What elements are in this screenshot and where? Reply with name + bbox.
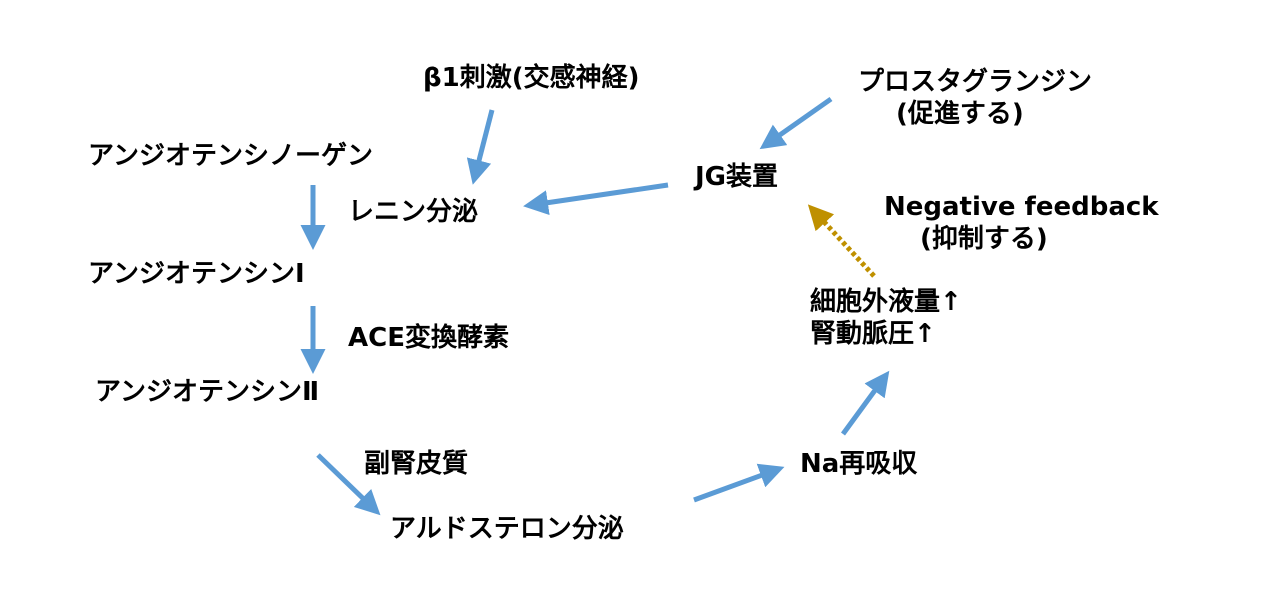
node-jg-apparatus: JG装置	[695, 161, 778, 193]
node-beta1-label: β1刺激(交感神経)	[423, 63, 640, 93]
node-angiotensinogen: アンジオテンシノーゲン	[88, 140, 373, 172]
node-angiotensin-1: アンジオテンシンⅠ	[88, 258, 305, 290]
arrow-aldosterone-to-na	[693, 463, 785, 503]
node-angiotensin-2-label: アンジオテンシンⅡ	[95, 377, 320, 407]
node-angiotensin-1-label: アンジオテンシンⅠ	[88, 259, 305, 289]
node-renin-secretion: レニン分泌	[348, 196, 478, 228]
node-aldosterone-label: アルドステロン分泌	[390, 514, 624, 544]
node-ace: ACE変換酵素	[348, 322, 509, 354]
node-aldosterone-secretion: アルドステロン分泌	[390, 513, 624, 545]
arrow-prostaglandin-to-jg	[759, 96, 833, 150]
node-negative-feedback-note: (抑制する)	[920, 224, 1048, 254]
node-beta1-stimulation: β1刺激(交感神経)	[423, 62, 639, 94]
arrow-na-to-ecf	[840, 370, 890, 436]
node-prostaglandin-label: プロスタグランジン	[858, 67, 1093, 97]
node-adrenal-label: 副腎皮質	[364, 449, 469, 479]
node-prostaglandin-note: (促進する)	[896, 99, 1024, 129]
node-renal-pressure-label: 腎動脈圧↑	[810, 319, 936, 349]
node-prostaglandin: プロスタグランジン (促進する)	[858, 66, 1092, 130]
node-renin-label: レニン分泌	[348, 197, 479, 227]
node-ecf-renal-pressure: 細胞外液量↑ 腎動脈圧↑	[810, 286, 962, 350]
node-angiotensinogen-label: アンジオテンシノーゲン	[88, 141, 373, 171]
arrow-feedback-to-jg	[807, 204, 876, 278]
arrow-ang2-to-aldosterone	[316, 453, 381, 516]
arrow-jg-to-renin	[523, 182, 669, 216]
node-negative-feedback: Negative feedback (抑制する)	[884, 191, 1159, 255]
node-na-label: Na再吸収	[800, 449, 918, 479]
node-jg-label: JG装置	[695, 162, 779, 192]
node-adrenal-cortex: 副腎皮質	[364, 448, 468, 480]
node-ecf-label: 細胞外液量↑	[810, 287, 962, 317]
node-ace-label: ACE変換酵素	[348, 323, 509, 353]
node-angiotensin-2: アンジオテンシンⅡ	[95, 376, 319, 408]
node-negative-feedback-label: Negative feedback	[884, 192, 1159, 222]
arrow-beta1-to-renin	[466, 109, 495, 185]
node-na-reabsorption: Na再吸収	[800, 448, 917, 480]
